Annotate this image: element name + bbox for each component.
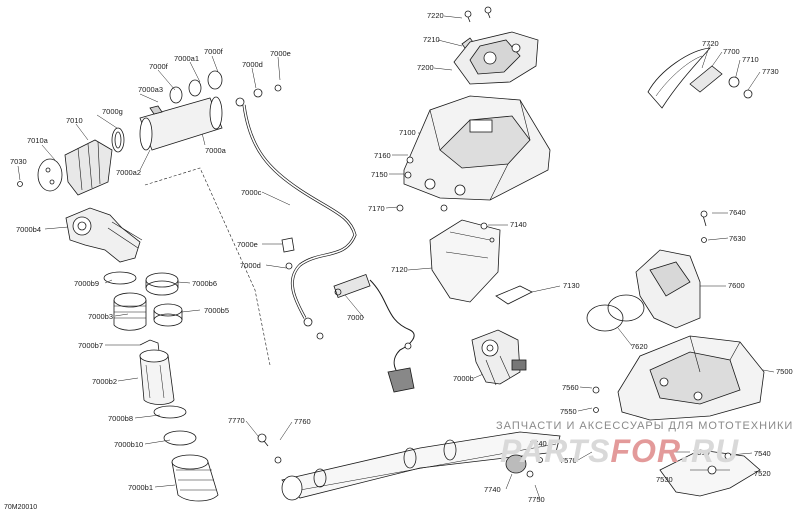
part-label-7220: 7220: [427, 11, 444, 20]
heat-shield: [429, 219, 533, 305]
part-label-7210: 7210: [423, 35, 440, 44]
lower-bracket: [659, 449, 761, 497]
part-label-7170: 7170: [368, 204, 385, 213]
part-label-7720: 7720: [702, 39, 719, 48]
part-label-7520: 7520: [754, 469, 771, 478]
part-label-7550: 7550: [560, 407, 577, 416]
part-label-7000d-2: 7000d: [240, 261, 261, 270]
part-label-7000a3: 7000a3: [138, 85, 164, 94]
watermark-tagline: ЗАПЧАСТИ И АКСЕССУАРЫ ДЛЯ МОТОТЕХНИКИ: [496, 420, 794, 432]
part-label-7000b8: 7000b8: [108, 414, 134, 423]
part-label-7130: 7130: [563, 281, 580, 290]
part-label-7760: 7760: [294, 417, 311, 426]
part-label-7740-lower: 7740: [484, 485, 501, 494]
upper-bracket: [453, 6, 539, 85]
part-label-7000b: 7000b: [453, 374, 474, 383]
part-label-7700: 7700: [723, 47, 740, 56]
part-label-7770: 7770: [228, 416, 245, 425]
part-label-7000b7: 7000b7: [78, 341, 104, 350]
part-label-7000b3: 7000b3: [88, 312, 114, 321]
part-label-7010: 7010: [66, 116, 83, 125]
part-label-7160: 7160: [374, 151, 391, 160]
upper-right-hose: [647, 47, 753, 109]
part-label-7000g: 7000g: [102, 107, 123, 116]
diagram-id: 70M20010: [4, 504, 38, 511]
part-label-7510: 7510: [693, 448, 710, 457]
part-label-7640: 7640: [729, 208, 746, 217]
pump-rings: [103, 271, 219, 502]
part-label-7570: 7570: [560, 456, 577, 465]
part-label-7540: 7540: [754, 449, 771, 458]
part-label-7500: 7500: [776, 367, 793, 376]
main-bracket: [396, 95, 551, 212]
part-label-7100: 7100: [399, 128, 416, 137]
part-label-7000a: 7000a: [205, 146, 226, 155]
part-label-7710: 7710: [742, 55, 759, 64]
part-label-7010a: 7010a: [27, 136, 48, 145]
right-housing: [586, 210, 708, 332]
part-label-7000b5: 7000b5: [204, 306, 230, 315]
part-label-7560: 7560: [562, 383, 579, 392]
part-label-7000a1: 7000a1: [174, 54, 200, 63]
part-label-7750: 7750: [528, 495, 545, 504]
part-label-7000: 7000: [347, 313, 364, 322]
watermark-logo: PARTSFOR.RU: [500, 433, 740, 469]
part-label-7140: 7140: [510, 220, 527, 229]
base-housing: [592, 335, 765, 421]
part-label-7000f-2: 7000f: [204, 47, 223, 56]
part-label-7000d: 7000d: [242, 60, 263, 69]
part-label-7740: 7740: [530, 439, 547, 448]
part-label-7150: 7150: [371, 170, 388, 179]
part-label-7600: 7600: [728, 281, 745, 290]
part-label-7000b2: 7000b2: [92, 377, 118, 386]
fuel-level-sender: [333, 274, 415, 393]
fuel-pump-assembly: [17, 70, 282, 196]
lower-tube: [257, 431, 561, 501]
part-label-7000b6: 7000b6: [192, 279, 218, 288]
part-label-7000a2: 7000a2: [116, 168, 142, 177]
part-label-7000b4: 7000b4: [16, 225, 42, 234]
part-label-7620: 7620: [631, 342, 648, 351]
part-label-7000c: 7000c: [241, 188, 262, 197]
part-label-7000b9: 7000b9: [74, 279, 100, 288]
part-label-7000e: 7000e: [270, 49, 291, 58]
part-label-7000f: 7000f: [149, 62, 168, 71]
part-label-7200: 7200: [417, 63, 434, 72]
pump-housing: [65, 207, 143, 263]
pump-module: [471, 329, 527, 386]
part-label-7630: 7630: [729, 234, 746, 243]
part-label-7730: 7730: [762, 67, 779, 76]
part-label-7000b10: 7000b10: [114, 440, 144, 449]
part-label-7000b1: 7000b1: [128, 483, 154, 492]
part-label-7530: 7530: [656, 475, 673, 484]
part-label-7030: 7030: [10, 157, 27, 166]
part-label-7000e-2: 7000e: [237, 240, 258, 249]
part-label-7120: 7120: [391, 265, 408, 274]
